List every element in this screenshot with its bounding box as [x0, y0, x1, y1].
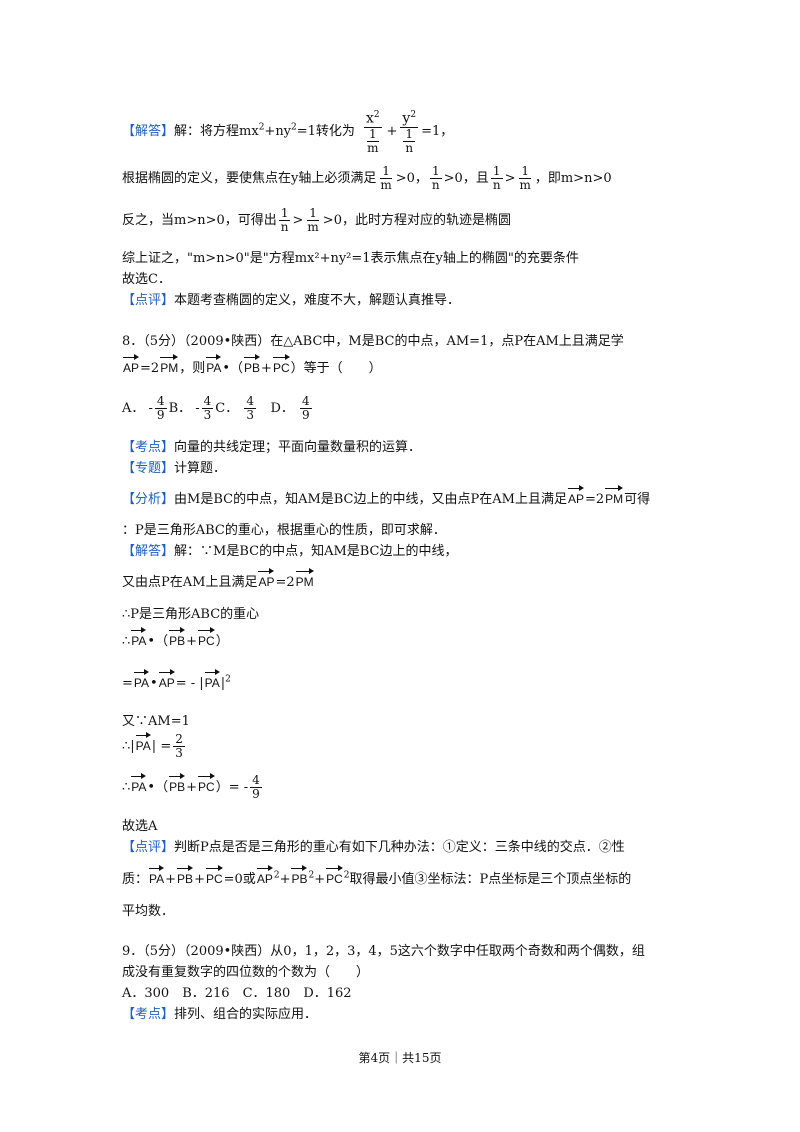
p7-dianping: 【点评】本题考查椭圆的定义，难度不大，解题认真推导．: [122, 293, 461, 308]
page-footer: 第4页｜共15页: [358, 1051, 442, 1065]
p8-step4: =PA•AP= - |PA|2: [122, 669, 231, 691]
p8-question-cont: AP=2PM，则PA•（PB+PC）等于（ ）: [122, 354, 382, 376]
kaodian-tag: 【考点】: [122, 440, 175, 455]
fenxi-tag: 【分析】: [122, 492, 175, 507]
p8-fenxi-cont: ：P是三角形ABC的重心，根据重心的性质，即可求解．: [122, 523, 446, 538]
p8-kaodian: 【考点】向量的共线定理；平面向量数量积的运算．: [122, 440, 422, 455]
p8-step5: 又∵AM=1: [122, 714, 190, 729]
p8-step3: ∴PA•（PB+PC）: [122, 627, 229, 649]
p8-step2: ∴P是三角形ABC的重心: [122, 607, 260, 622]
kaodian-tag: 【考点】: [122, 1007, 175, 1022]
p9-options: A．300 B．216 C．180 D．162: [122, 986, 352, 1001]
p8-step1: 又由点P在AM上且满足AP=2PM: [122, 568, 315, 590]
p8-question: 8．（5分）（2009•陕西）在△ABC中，M是BC的中点，AM=1，点P在AM…: [122, 334, 624, 349]
p9-question: 9．（5分）（2009•陕西）从0，1，2，3，4，5这六个数字中任取两个奇数和…: [122, 944, 645, 959]
jieda-tag: 【解答】: [122, 123, 175, 139]
p7-line5: 故选C．: [122, 272, 171, 287]
p8-dianping-end: 平均数．: [122, 904, 175, 919]
p8-jieda: 【解答】解：∵M是BC的中点，知AM是BC边上的中线，: [122, 544, 458, 559]
dianping-tag: 【点评】: [122, 840, 175, 855]
p8-dianping-cont: 质：PA+PB+PC=0或AP2+PB2+PC2取得最小值③坐标法：P点坐标是三…: [122, 865, 631, 887]
p9-question-cont: 成没有重复数字的四位数的个数为（ ）: [122, 965, 370, 980]
p9-kaodian: 【考点】排列、组合的实际应用．: [122, 1007, 318, 1022]
jieda-tag: 【解答】: [122, 544, 175, 559]
p8-zhuanti: 【专题】计算题．: [122, 461, 227, 476]
p7-line4: 综上证之，"m>n>0"是"方程mx²+ny²=1表示焦点在y轴上的椭圆"的充要…: [122, 251, 579, 266]
dianping-tag: 【点评】: [122, 293, 175, 308]
p8-dianping: 【点评】判断P点是否是三角形的重心有如下几种办法：①定义：三条中线的交点．②性: [122, 840, 625, 855]
p8-fenxi: 【分析】由M是BC的中点，知AM是BC边上的中线，又由点P在AM上且满足AP=2…: [122, 485, 650, 507]
zhuanti-tag: 【专题】: [122, 461, 175, 476]
p8-answer: 故选A: [122, 819, 158, 834]
